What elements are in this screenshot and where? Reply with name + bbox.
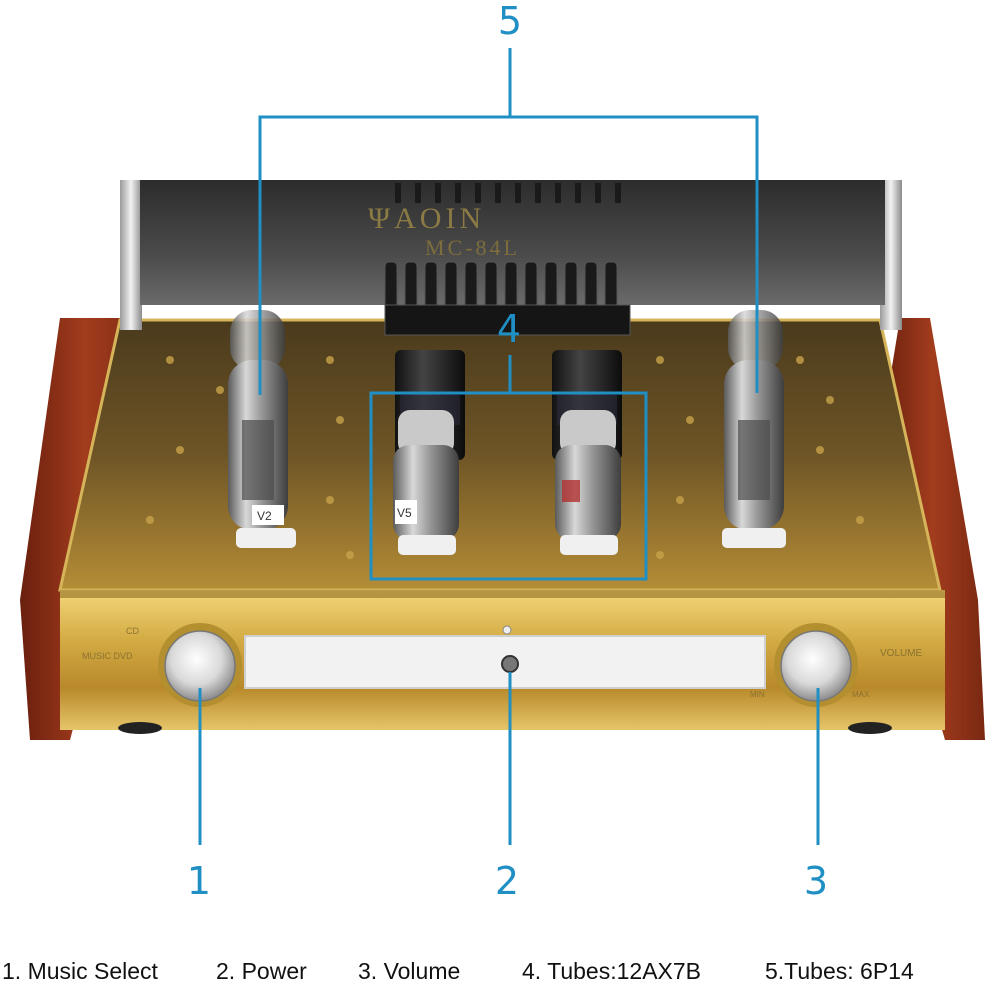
legend-item-volume: 3. Volume [358,958,461,984]
model-text: MC-84L [425,235,520,260]
foot-left [118,722,162,734]
input-selector-knob[interactable] [158,623,242,707]
callout-4: 4 [496,307,522,351]
preamp-tube-left: V5 [393,410,459,555]
legend: 1. Music Select 2. Power 3. Volume 4. Tu… [0,958,1000,990]
power-switch[interactable] [501,655,519,673]
legend-item-tubes-6p14: 5.Tubes: 6P14 [765,958,914,984]
wood-side-right [880,318,985,740]
callout-2: 2 [494,859,520,903]
legend-item-music-select: 1. Music Select [2,958,158,984]
callout-lines [198,48,820,845]
transformer-cover: ΨAOIN MC-84L [120,180,902,330]
brand-logo: ΨAOIN [368,202,485,235]
volume-label: VOLUME [880,648,923,659]
callout-5: 5 [497,0,523,43]
gold-top-plate [58,318,942,592]
heatsink [384,261,631,336]
max-label: MAX [852,690,870,699]
min-label: MIN [750,690,765,699]
input-dvd-label: MUSIC DVD [82,651,133,661]
panel-labels: CD MUSIC DVD VOLUME MIN MAX [82,626,923,699]
callout-3: 3 [803,859,829,903]
legend-item-tubes-12ax7b: 4. Tubes:12AX7B [522,958,702,984]
tube-label-v2: V2 [257,509,272,523]
power-tube-right [722,310,786,548]
callout-1: 1 [186,859,212,903]
preamp-tube-right [555,410,621,555]
foot-right [848,722,892,734]
power-tube-left: V2 [228,310,296,548]
volume-knob[interactable] [774,623,858,707]
tube-label-v5: V5 [397,506,412,520]
legend-item-power: 2. Power [216,958,307,984]
input-cd-label: CD [126,626,139,636]
